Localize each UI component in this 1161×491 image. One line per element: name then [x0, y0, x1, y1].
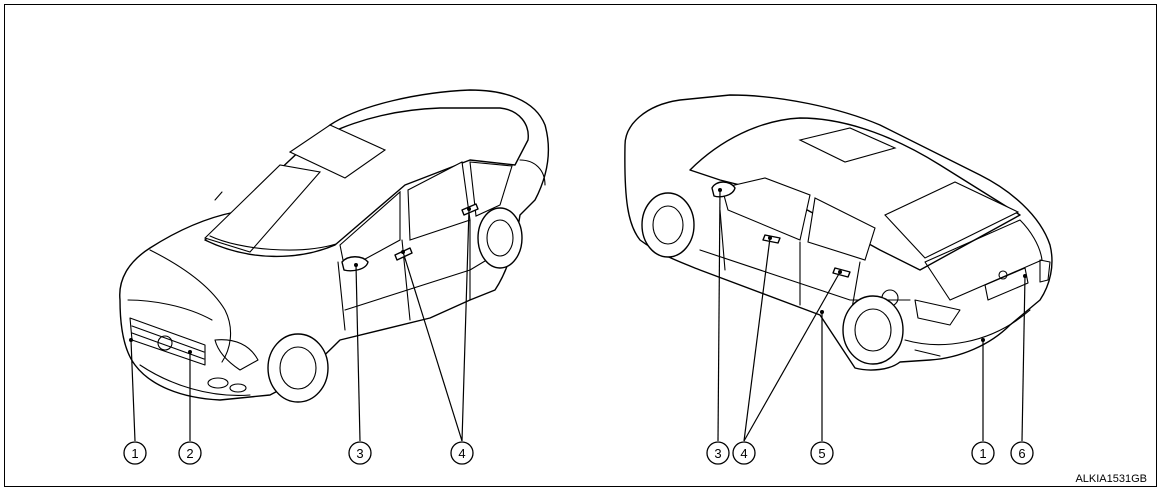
callout-rear-4: 4 [732, 441, 756, 465]
callout-label: 6 [1018, 446, 1025, 461]
callout-label: 5 [818, 446, 825, 461]
rear-view-car [624, 94, 1053, 371]
figure-code: ALKIA1531GB [1075, 473, 1147, 485]
callout-rear-5: 5 [810, 441, 834, 465]
callout-label: 3 [356, 446, 363, 461]
callout-label: 4 [740, 446, 747, 461]
front-view-car [119, 89, 550, 403]
callout-label: 1 [131, 446, 138, 461]
callout-rear-3: 3 [706, 441, 730, 465]
callout-front-4: 4 [450, 441, 474, 465]
callout-front-2: 2 [178, 441, 202, 465]
figure-frame [4, 4, 1157, 487]
callout-label: 2 [186, 446, 193, 461]
callout-label: 3 [714, 446, 721, 461]
callout-front-3: 3 [348, 441, 372, 465]
callout-label: 1 [979, 446, 986, 461]
callout-label: 4 [458, 446, 465, 461]
callout-rear-6: 6 [1010, 441, 1034, 465]
callout-rear-1: 1 [971, 441, 995, 465]
callout-front-1: 1 [123, 441, 147, 465]
leader-lines [129, 188, 1027, 442]
